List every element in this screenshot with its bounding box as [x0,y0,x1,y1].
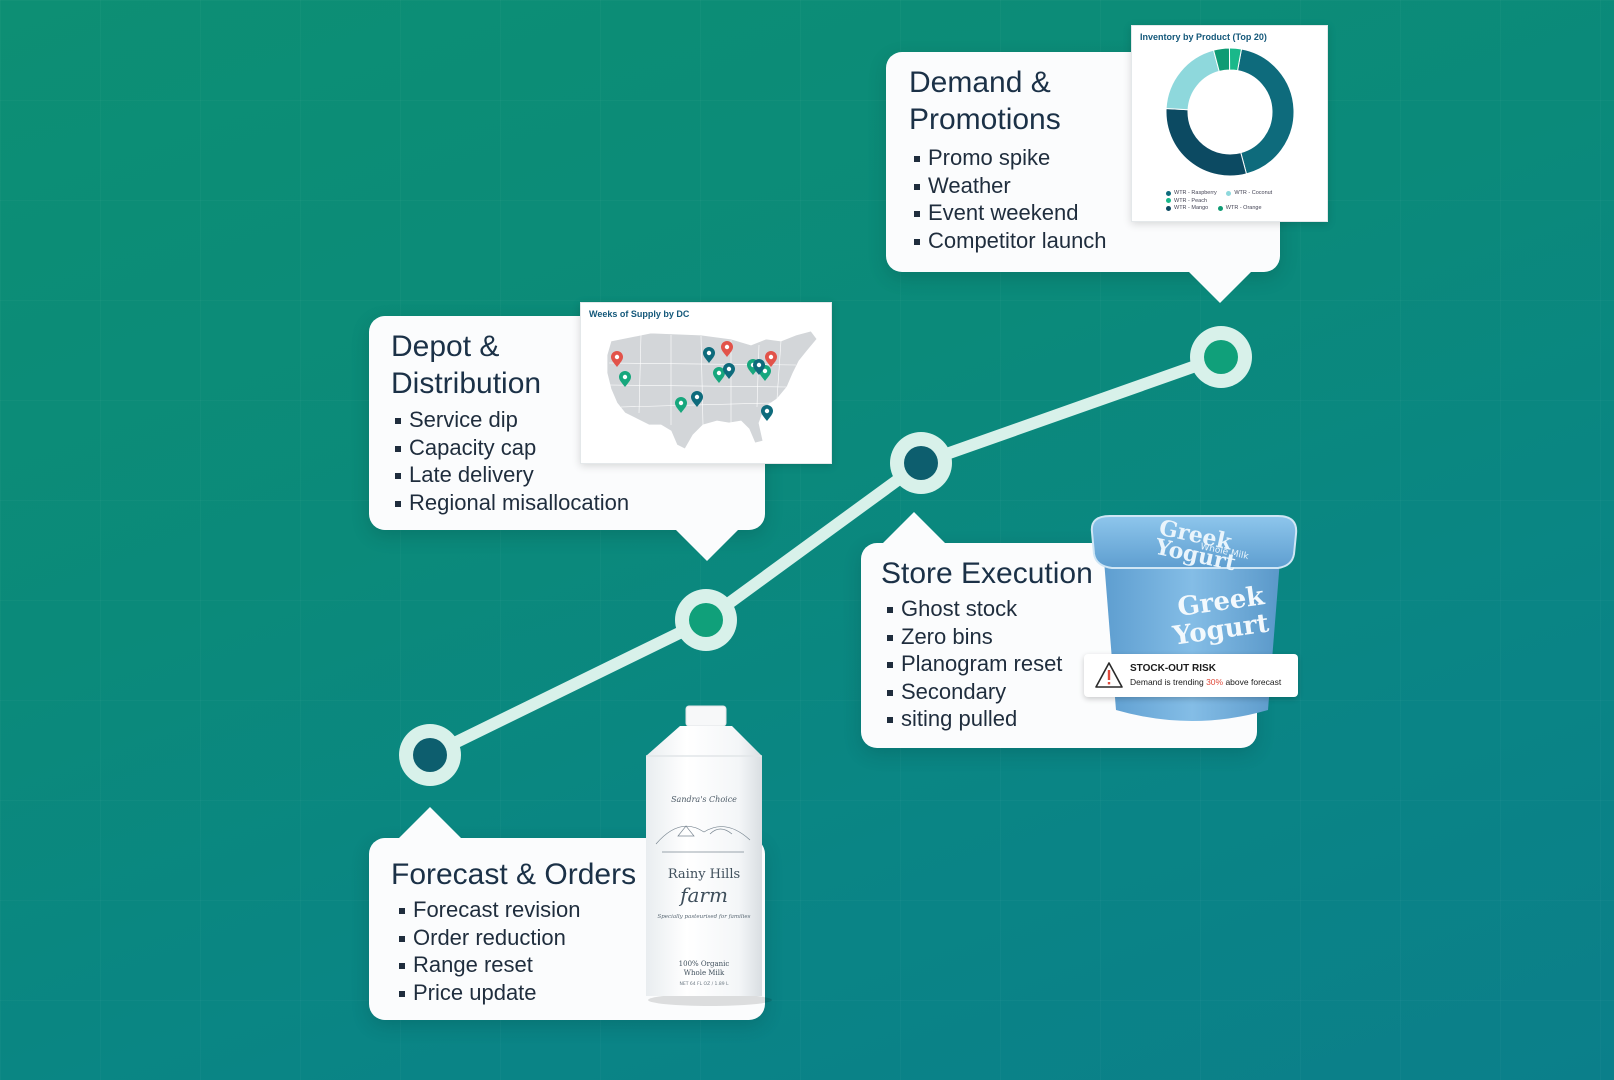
weeks-of-supply-map-panel: Weeks of Supply by DC [580,302,832,464]
dc-pin-dot [716,370,722,376]
stock-out-alert[interactable]: STOCK-OUT RISK Demand is trending 30% ab… [1084,654,1298,697]
node-demand[interactable] [1190,326,1252,388]
dc-pin-dot [678,400,684,406]
list-item: Late delivery [393,461,629,489]
farm-sketch-icon [655,825,751,853]
donut-title: Inventory by Product (Top 20) [1140,32,1267,42]
legend-item: WTR - Mango [1166,205,1208,211]
donut-legend: WTR - Raspberry WTR - Coconut WTR - Peac… [1166,190,1316,213]
legend-item: WTR - Peach [1166,198,1207,204]
donut-slice [1236,48,1295,175]
dc-pin-dot [694,394,700,400]
forecast-list: Forecast revision Order reduction Range … [397,896,581,1006]
depot-title-line1: Depot & [391,330,500,363]
legend-item: WTR - Raspberry [1166,190,1217,196]
list-item: Range reset [397,951,581,979]
dc-pin-dot [622,374,628,380]
timeline-line [424,351,1227,761]
dc-pin-dot [756,362,762,368]
node-forecast[interactable] [399,724,461,786]
warning-icon [1095,662,1123,688]
store-title: Store Execution [881,557,1093,590]
legend-item: WTR - Coconut [1226,190,1272,196]
demand-title-line2: Promotions [909,103,1061,136]
store-list: Ghost stock Zero bins Planogram reset Se… [885,595,1062,733]
legend-item: WTR - Orange [1217,205,1262,211]
dc-pin-dot [614,354,620,360]
donut-slice [1165,107,1248,177]
carton-tagline: Specially pasteurised for families [657,914,750,920]
alert-title: STOCK-OUT RISK [1130,663,1216,674]
carton-brand-top: Sandra's Choice [671,795,737,804]
carton-brand-name: Rainy Hills [668,867,740,882]
dc-pin-dot [762,368,768,374]
forecast-card-pointer [398,807,462,839]
dc-pin-dot [764,408,770,414]
milk-carton-image: Sandra's Choice Rainy Hills farm Special… [646,705,772,1006]
forecast-title: Forecast & Orders [391,858,637,891]
donut-slice [1165,49,1220,111]
node-store[interactable] [890,432,952,494]
list-item: Service dip [393,406,629,434]
list-item: Order reduction [397,924,581,952]
list-item: Zero bins [885,623,1062,651]
donut-chart [1165,47,1295,177]
list-item: Promo spike [912,144,1107,172]
demand-title-line1: Demand & [909,66,1051,99]
list-item: Forecast revision [397,896,581,924]
depot-list: Service dip Capacity cap Late delivery R… [393,406,629,516]
map-title: Weeks of Supply by DC [589,309,690,319]
list-item: Competitor launch [912,227,1107,255]
demand-list: Promo spike Weather Event weekend Compet… [912,144,1107,254]
list-item: Weather [912,172,1107,200]
carton-product-line1: 100% Organic [679,960,730,968]
dc-pin-dot [706,350,712,356]
dc-pin-dot [726,366,732,372]
greek-yogurt-cup-image: Greek Yogurt Whole Milk Greek Yogurt [1090,515,1298,721]
inventory-donut-panel: Inventory by Product (Top 20) WTR - Rasp… [1131,25,1328,222]
list-item: Capacity cap [393,434,629,462]
list-item: Secondary [885,678,1062,706]
depot-card-pointer [675,529,739,561]
demand-card-pointer [1188,271,1252,303]
node-depot[interactable] [675,589,737,651]
list-item: siting pulled [885,705,1062,733]
carton-product-line2: Whole Milk [684,969,725,977]
us-map [606,330,818,450]
list-item: Planogram reset [885,650,1062,678]
dc-pins [611,341,777,421]
depot-title-line2: Distribution [391,367,542,400]
alert-text: Demand is trending 30% above forecast [1130,677,1282,687]
list-item: Ghost stock [885,595,1062,623]
carton-volume: NET 64 FL OZ / 1.89 L [679,981,729,987]
list-item: Price update [397,979,581,1007]
alert-highlight: 30% [1206,677,1224,687]
carton-brand-script: farm [678,883,728,907]
store-card-pointer [882,512,946,544]
list-item: Regional misallocation [393,489,629,517]
donut-slice [1228,47,1243,72]
list-item: Event weekend [912,199,1107,227]
dc-pin-dot [768,354,774,360]
dc-pin-dot [724,344,730,350]
